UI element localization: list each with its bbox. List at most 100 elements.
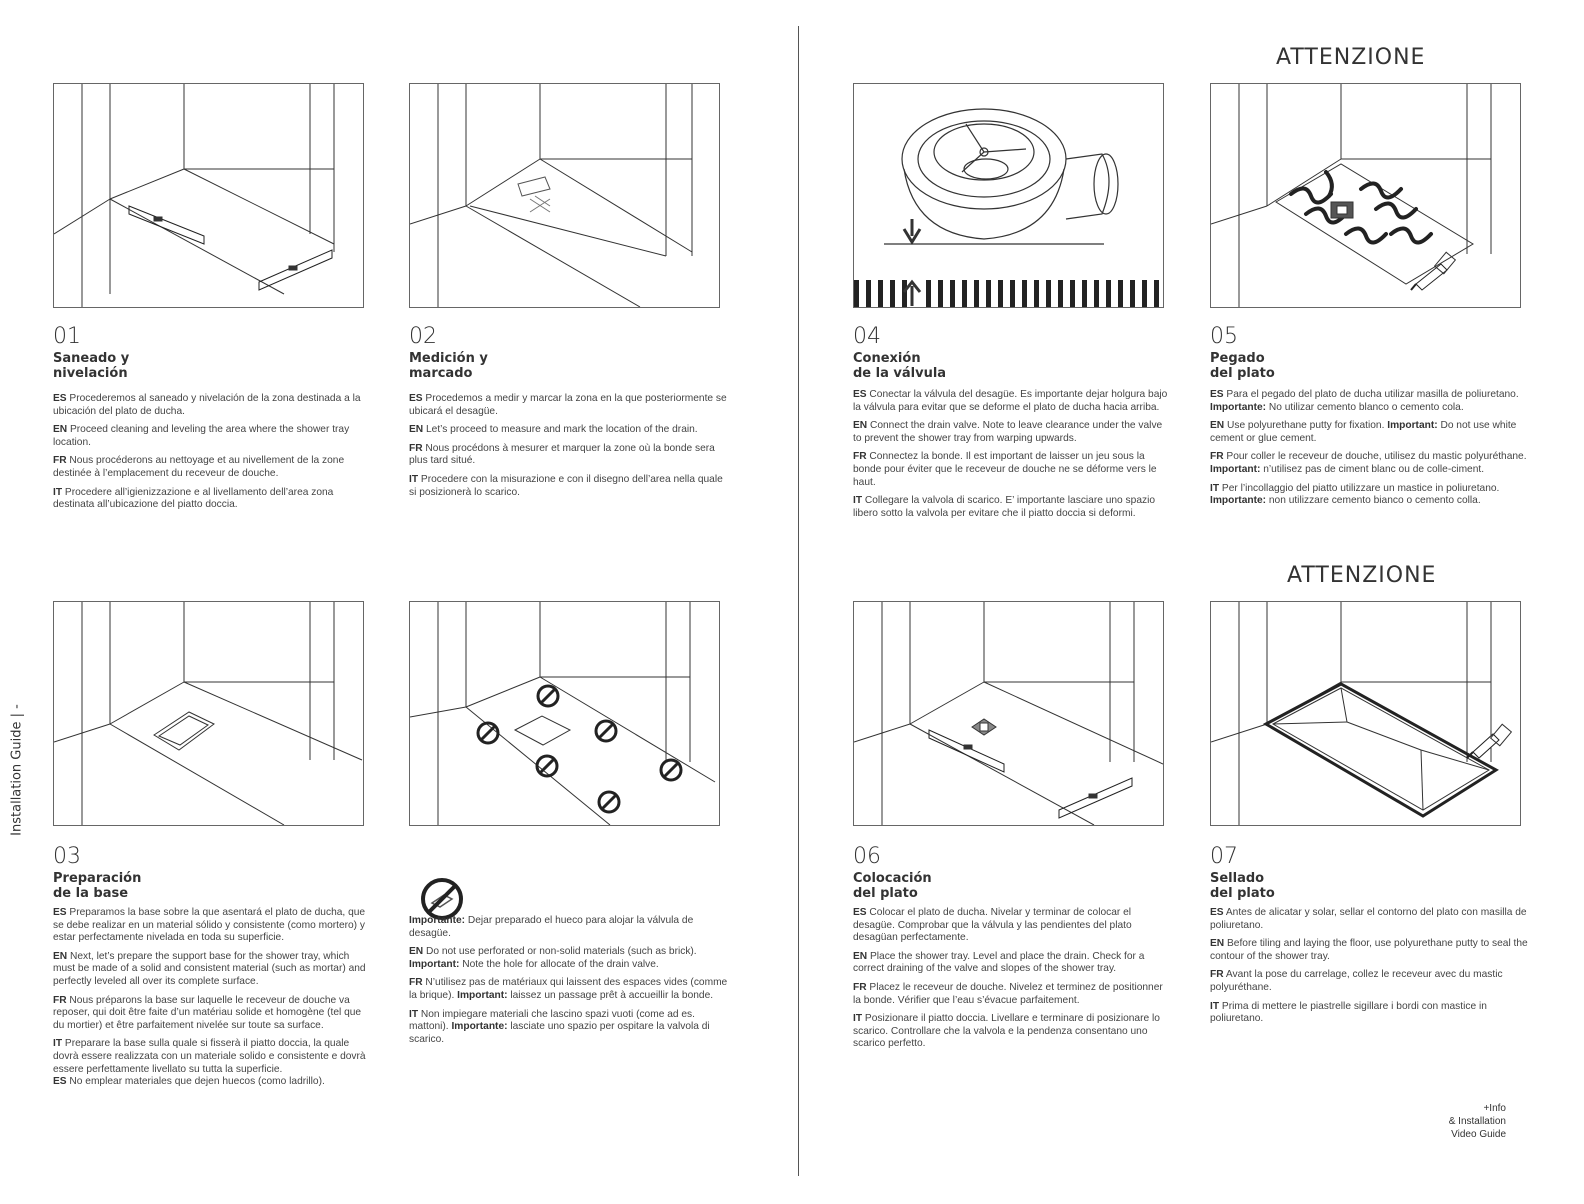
step-paragraph: EN Use polyurethane putty for fixation. …	[1210, 420, 1517, 444]
language-code: Important:	[409, 958, 460, 970]
language-code: EN	[853, 950, 868, 962]
step-title-line: Medición y	[409, 351, 488, 366]
step-paragraph: FR Nous préparons la base sur laquelle l…	[53, 994, 362, 1031]
step-paragraph: ES Antes de alicatar y solar, sellar el …	[1210, 907, 1527, 931]
language-code: Importante:	[1210, 401, 1267, 413]
figure-03-base	[53, 601, 364, 826]
attention-heading-bottom: ATTENZIONE	[1287, 563, 1437, 588]
step-paragraph: EN Let’s proceed to measure and mark the…	[409, 424, 698, 436]
step-title-line: del plato	[1210, 366, 1275, 381]
step-paragraph: ES Colocar el plato de ducha. Nivelar y …	[853, 907, 1132, 944]
step-title-line: Preparación	[53, 871, 142, 886]
step-paragraph: IT Posizionare il piatto doccia. Livella…	[853, 1013, 1160, 1050]
step-paragraph: IT Preparare la base sulla quale si fiss…	[53, 1038, 366, 1088]
step-body: ES Colocar el plato de ducha. Nivelar y …	[853, 907, 1173, 1051]
language-code: Importante:	[451, 1021, 508, 1033]
step-paragraph: ES Procederemos al saneado y nivelación …	[53, 393, 361, 417]
language-code: Importante:	[409, 915, 466, 926]
step-title-line: de la válvula	[853, 366, 947, 381]
step-paragraph: EN Do not use perforated or non-solid ma…	[409, 946, 697, 970]
attention-heading-top: ATTENZIONE	[1276, 45, 1426, 70]
figure-04-drain-valve	[853, 83, 1164, 308]
figure-05-gluing	[1210, 83, 1521, 308]
language-code: ES	[1210, 389, 1224, 400]
language-code: IT	[853, 495, 863, 507]
step-body: Importante: Dejar preparado el hueco par…	[409, 915, 729, 1046]
figure-02-marking	[409, 83, 720, 308]
language-code: IT	[53, 486, 63, 498]
step-body: ES Procedemos a medir y marcar la zona e…	[409, 393, 729, 499]
language-code: FR	[53, 455, 67, 467]
language-code: IT	[53, 1038, 63, 1050]
language-code: FR	[409, 977, 423, 989]
step-paragraph: ES Preparamos la base sobre la que asent…	[53, 907, 366, 944]
language-code: FR	[1210, 969, 1224, 981]
language-code: EN	[409, 424, 424, 436]
step-title-line: Saneado y	[53, 351, 130, 366]
language-code: ES	[1210, 907, 1224, 918]
language-code: Importante:	[1210, 495, 1267, 507]
language-code: EN	[853, 420, 868, 432]
prohibited-icon	[420, 877, 464, 921]
language-code: ES	[53, 907, 67, 918]
language-code: ES	[853, 389, 867, 400]
figure-07-sealing	[1210, 601, 1521, 826]
language-code: EN	[409, 946, 424, 958]
step-paragraph: ES Procedemos a medir y marcar la zona e…	[409, 393, 727, 417]
language-code: Important:	[1210, 463, 1261, 475]
step-03-note: Importante: Dejar preparado el hueco par…	[409, 915, 729, 1052]
step-number: 07	[1210, 844, 1238, 869]
step-number: 03	[53, 844, 81, 869]
language-code: IT	[853, 1013, 863, 1025]
step-title-line: de la base	[53, 886, 129, 901]
step-paragraph: EN Proceed cleaning and leveling the are…	[53, 424, 350, 448]
step-paragraph: EN Next, let’s prepare the support base …	[53, 950, 366, 987]
step-paragraph: FR Nous procédons à mesurer et marquer l…	[409, 442, 715, 467]
step-body: ES Procederemos al saneado y nivelación …	[53, 393, 373, 512]
info-video-guide-link[interactable]: +Info & Installation Video Guide	[1436, 1102, 1506, 1141]
step-paragraph: ES Conectar la válvula del desagüe. Es i…	[853, 389, 1168, 413]
step-title-line: Conexión	[853, 351, 921, 366]
step-paragraph: IT Collegare la valvola di scarico. E’ i…	[853, 495, 1156, 519]
step-paragraph: EN Before tiling and laying the floor, u…	[1210, 938, 1528, 962]
language-code: Important:	[1387, 420, 1438, 432]
step-paragraph: ES Para el pegado del plato de ducha uti…	[1210, 389, 1519, 413]
step-title-line: del plato	[1210, 886, 1275, 901]
language-code: EN	[53, 424, 68, 436]
language-code: EN	[1210, 420, 1225, 432]
step-title-line: nivelación	[53, 366, 128, 381]
step-paragraph: Importante: Dejar preparado el hueco par…	[409, 915, 694, 939]
step-body: ES Preparamos la base sobre la que asent…	[53, 907, 373, 1089]
step-paragraph: EN Connect the drain valve. Note to leav…	[853, 420, 1163, 444]
step-number: 04	[853, 324, 881, 349]
language-code: FR	[409, 442, 423, 454]
language-code: FR	[53, 994, 67, 1006]
info-line: +Info	[1483, 1103, 1506, 1114]
step-paragraph: FR Placez le receveur de douche. Nivelez…	[853, 981, 1163, 1006]
step-paragraph: FR Avant la pose du carrelage, collez le…	[1210, 969, 1503, 993]
step-body: ES Conectar la válvula del desagüe. Es i…	[853, 389, 1173, 520]
figure-01-leveling	[53, 83, 364, 308]
step-paragraph: IT Prima di mettere le piastrelle sigill…	[1210, 1000, 1487, 1025]
step-paragraph: IT Non impiegare materiali che lascino s…	[409, 1008, 710, 1045]
language-code: ES	[53, 393, 67, 404]
step-number: 02	[409, 324, 437, 349]
language-code: ES	[409, 393, 423, 404]
language-code: FR	[853, 981, 867, 993]
page-fold-line	[798, 26, 799, 1176]
step-title-line: Pegado	[1210, 351, 1265, 366]
language-code: FR	[1210, 451, 1224, 463]
info-line: & Installation	[1448, 1116, 1506, 1127]
figure-03b-no-hollow-materials	[409, 601, 720, 826]
language-code: ES	[853, 907, 867, 918]
step-paragraph: FR Nous procéderons au nettoyage et au n…	[53, 455, 345, 479]
step-paragraph: FR Pour coller le receveur de douche, ut…	[1210, 451, 1527, 475]
